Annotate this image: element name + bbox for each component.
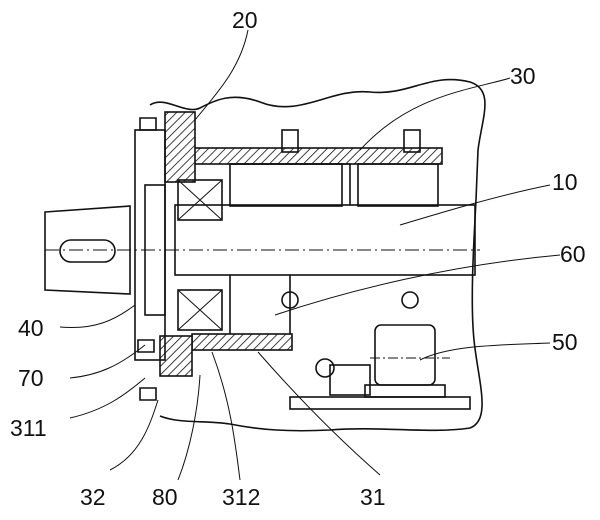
housing-bottom-wall <box>191 333 293 351</box>
leader-40 <box>59 304 136 329</box>
fitting-right <box>403 129 421 153</box>
pressure-gauge <box>315 358 335 378</box>
housing-flange <box>164 111 196 183</box>
label-50: 50 <box>552 329 578 355</box>
leader-31 <box>257 351 381 476</box>
shaft <box>174 204 476 276</box>
bearing-upper <box>177 179 223 221</box>
motor-body <box>374 324 436 386</box>
label-70: 70 <box>18 365 44 391</box>
leader-70 <box>69 344 146 379</box>
label-80: 80 <box>152 484 178 510</box>
clamp-ring <box>144 184 166 316</box>
bearing-lower <box>177 289 223 331</box>
keyway <box>59 239 116 263</box>
label-30: 30 <box>510 63 536 89</box>
leader-60 <box>274 254 561 316</box>
leader-10 <box>399 184 551 226</box>
label-32: 32 <box>80 484 106 510</box>
tank <box>289 396 471 410</box>
valve-block <box>329 364 371 396</box>
tapered-shaft-end <box>44 205 131 295</box>
port-right <box>401 291 419 309</box>
leader-50 <box>419 342 551 361</box>
end-cover <box>134 129 166 361</box>
leader-20 <box>194 29 249 121</box>
leader-80 <box>177 374 201 481</box>
label-312: 312 <box>222 484 260 510</box>
port-left <box>281 291 299 309</box>
bearing-lower-cross <box>177 289 223 331</box>
label-10: 10 <box>552 169 578 195</box>
leader-311 <box>69 377 146 419</box>
label-40: 40 <box>18 315 44 341</box>
label-20: 20 <box>232 7 258 33</box>
motor-base <box>364 384 446 398</box>
label-311: 311 <box>10 415 47 441</box>
bearing-upper-cross <box>177 179 223 221</box>
fitting-left <box>281 129 299 153</box>
label-60: 60 <box>560 241 586 267</box>
leader-312 <box>211 351 241 481</box>
housing-block-left <box>229 163 343 207</box>
leader-30 <box>359 77 511 151</box>
housing-block-right <box>357 163 439 207</box>
label-31: 31 <box>360 484 386 510</box>
leader-32 <box>109 399 159 471</box>
bolts <box>137 117 157 401</box>
